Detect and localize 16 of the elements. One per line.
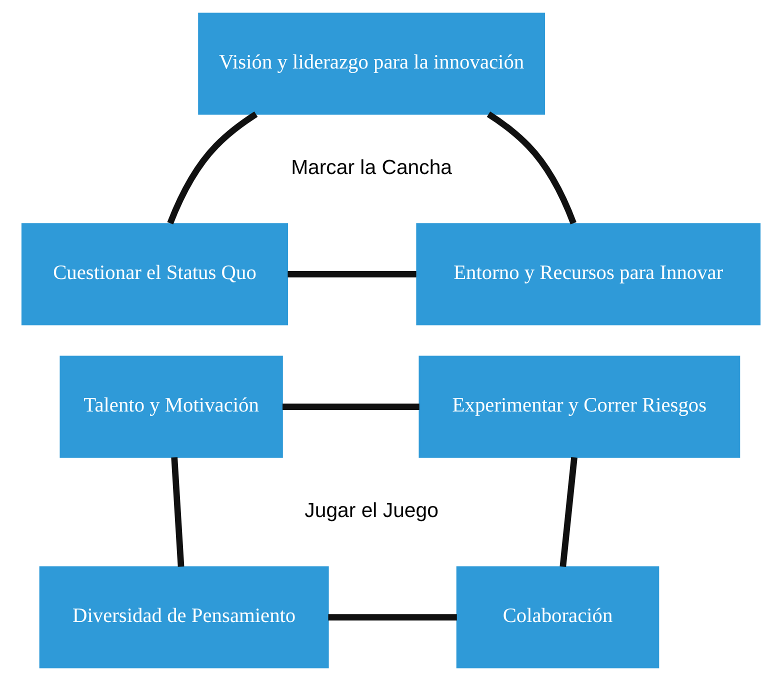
node-box: Diversidad de Pensamiento bbox=[39, 566, 329, 668]
node-box: Visión y liderazgo para la innovación bbox=[198, 12, 545, 115]
label: Jugar el Juego bbox=[304, 500, 438, 522]
label: Marcar la Cancha bbox=[291, 156, 452, 179]
node-box: Talento y Motivación bbox=[60, 356, 283, 458]
node-box: Entorno y Recursos para Innovar bbox=[416, 223, 761, 326]
connector bbox=[288, 271, 416, 278]
connector bbox=[560, 457, 578, 568]
node-box: Colaboración bbox=[456, 566, 660, 668]
connector bbox=[167, 111, 258, 224]
node-box: Cuestionar el Status Quo bbox=[21, 223, 288, 326]
node-box: Experimentar y Correr Riesgos bbox=[418, 356, 740, 458]
connector bbox=[171, 457, 184, 567]
connector bbox=[328, 614, 457, 620]
connector bbox=[282, 404, 420, 410]
connector bbox=[486, 112, 576, 224]
